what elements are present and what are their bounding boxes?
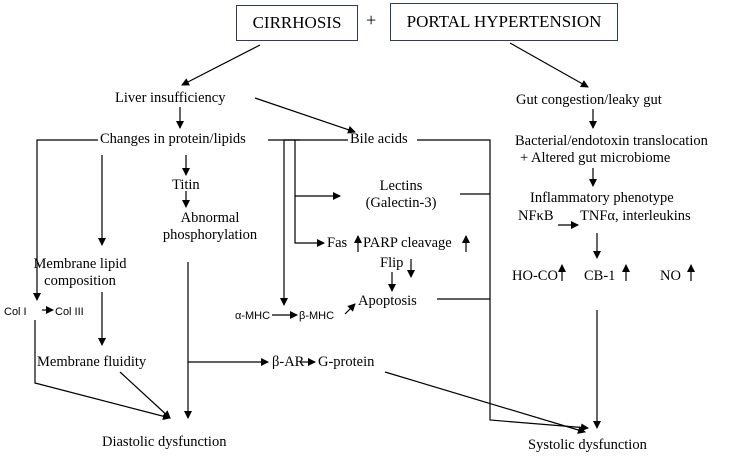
arrow-cirrhosis-liver — [181, 44, 261, 86]
cirrhosis-label: CIRRHOSIS — [252, 13, 342, 32]
ho-co: HO-CO — [512, 268, 558, 284]
arrow-portal-gut — [509, 42, 589, 88]
arrow-changes-col1 — [33, 139, 98, 301]
diastolic-dysfunction: Diastolic dysfunction — [102, 434, 227, 450]
cb-1: CB-1 — [584, 268, 616, 284]
col-i: Col I — [4, 306, 27, 318]
membrane-lipid-composition: Membrane lipid composition — [15, 256, 145, 290]
gut-congestion: Gut congestion/leaky gut — [516, 92, 662, 108]
membrane-fluidity: Membrane fluidity — [37, 354, 147, 370]
parp-cleavage: PARP cleavage — [363, 235, 452, 251]
portal-hypertension-box: PORTAL HYPERTENSION — [390, 3, 618, 41]
arrow-bile-systolic — [417, 139, 589, 432]
g-protein: G-protein — [318, 354, 375, 370]
bacterial-translocation: Bacterial/endotoxin translocation — [515, 133, 708, 149]
abnormal-line-2: phosphorylation — [162, 227, 258, 243]
no: NO — [660, 268, 681, 284]
plus-sign: + — [366, 10, 377, 30]
arrow-gprotein-systolic — [384, 371, 586, 434]
cirrhosis-box: CIRRHOSIS — [236, 5, 358, 41]
fas: Fas — [327, 235, 348, 251]
col-iii: Col III — [55, 306, 84, 318]
arrow-mhc-apoptosis — [344, 303, 356, 315]
bile-acids: Bile acids — [350, 131, 408, 147]
portal-hypertension-label: PORTAL HYPERTENSION — [406, 12, 602, 31]
arrow-liver-bile — [254, 97, 356, 134]
apoptosis: Apoptosis — [358, 293, 417, 309]
membrane-lipid-line-2: composition — [44, 273, 116, 289]
beta-mhc: β-MHC — [299, 310, 335, 322]
lectins-line-1: Lectins — [379, 178, 423, 194]
arrow-col-diastolic — [34, 320, 171, 421]
nfkb: NFκB — [518, 208, 554, 224]
lectins: Lectins (Galectin-3) — [345, 178, 457, 212]
arrow-changes-lectins — [294, 140, 341, 200]
alpha-mhc: α-MHC — [235, 310, 271, 322]
membrane-lipid-line-1: Membrane lipid — [33, 256, 127, 272]
liver-insufficiency: Liver insufficiency — [115, 90, 226, 106]
abnormal-line-1: Abnormal — [180, 210, 240, 226]
arrow-changes-fas — [294, 196, 325, 247]
flip: Flip — [380, 255, 404, 271]
lectins-line-2: (Galectin-3) — [365, 195, 437, 211]
arrow-fluidity-diastolic — [119, 371, 171, 419]
tnf-interleukins: TNFα, interleukins — [580, 208, 691, 224]
systolic-dysfunction: Systolic dysfunction — [528, 437, 647, 453]
titin: Titin — [172, 177, 200, 193]
changes-protein-lipids: Changes in protein/lipids — [100, 131, 246, 147]
arrow-bile-mhc — [280, 139, 348, 306]
beta-ar: β-AR — [272, 354, 305, 370]
abnormal-phosphorylation: Abnormal phosphorylation — [150, 210, 270, 244]
altered-microbiome: + Altered gut microbiome — [520, 150, 671, 166]
inflammatory-phenotype: Inflammatory phenotype — [530, 190, 674, 206]
